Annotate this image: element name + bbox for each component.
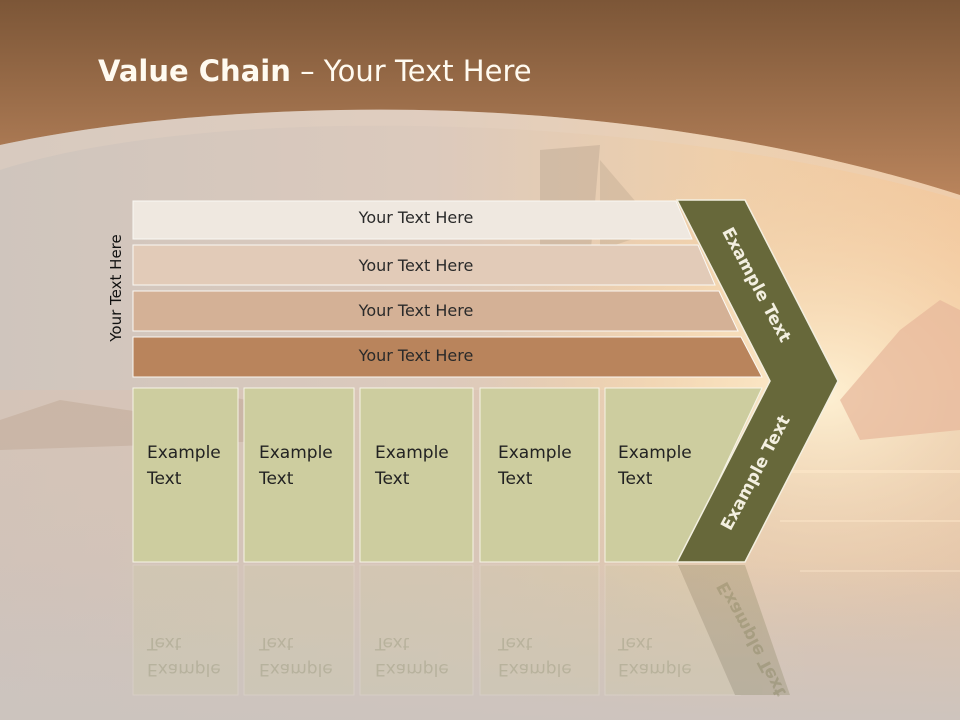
box-3-reflection-line1: Example (375, 659, 449, 679)
title-rest: – Your Text Here (290, 54, 532, 88)
box-5-reflection: Example Text (618, 630, 692, 682)
box-2-reflection-line2: Text (259, 633, 294, 653)
box-3-reflection-line2: Text (375, 633, 410, 653)
box-2-line2: Text (259, 469, 294, 489)
box-3-line1: Example (375, 443, 449, 463)
box-3 (359, 387, 474, 563)
box-2 (243, 387, 355, 563)
box-2-line1: Example (259, 443, 333, 463)
bar-1 (132, 200, 693, 240)
bar-1-label: Your Text Here (358, 208, 474, 227)
bar-2-label: Your Text Here (358, 256, 474, 275)
box-1-reflection: Example Text (147, 630, 221, 682)
bar-3-label: Your Text Here (358, 301, 474, 320)
box-5-line2: Text (618, 469, 653, 489)
box-2-reflection: Example Text (259, 630, 333, 682)
slide-title: Value Chain – Your Text Here (98, 54, 532, 88)
box-4 (479, 387, 600, 563)
bar-2 (132, 244, 716, 286)
box-4-reflection-line1: Example (498, 659, 572, 679)
box-1-reflection-line2: Text (147, 633, 182, 653)
box-5-line1: Example (618, 443, 692, 463)
box-1-reflection-line1: Example (147, 659, 221, 679)
diagram-reflection (132, 564, 790, 696)
box-4-line1: Example (498, 443, 572, 463)
chevron-arrow (675, 199, 839, 563)
box-1 (132, 387, 239, 563)
box-4-line2: Text (498, 469, 533, 489)
box-4-reflection: Example Text (498, 630, 572, 682)
box-4-reflection-line2: Text (498, 633, 533, 653)
box-5-reflection-line1: Example (618, 659, 692, 679)
bar-4-label: Your Text Here (358, 346, 474, 365)
title-bold: Value Chain (98, 54, 291, 88)
box-2-reflection-line1: Example (259, 659, 333, 679)
box-5-reflection-line2: Text (618, 633, 653, 653)
box-1-line2: Text (147, 469, 182, 489)
box-3-reflection: Example Text (375, 630, 449, 682)
box-1-line1: Example (147, 443, 221, 463)
box-3-line2: Text (375, 469, 410, 489)
bar-3 (132, 290, 739, 332)
bar-4 (132, 336, 763, 378)
